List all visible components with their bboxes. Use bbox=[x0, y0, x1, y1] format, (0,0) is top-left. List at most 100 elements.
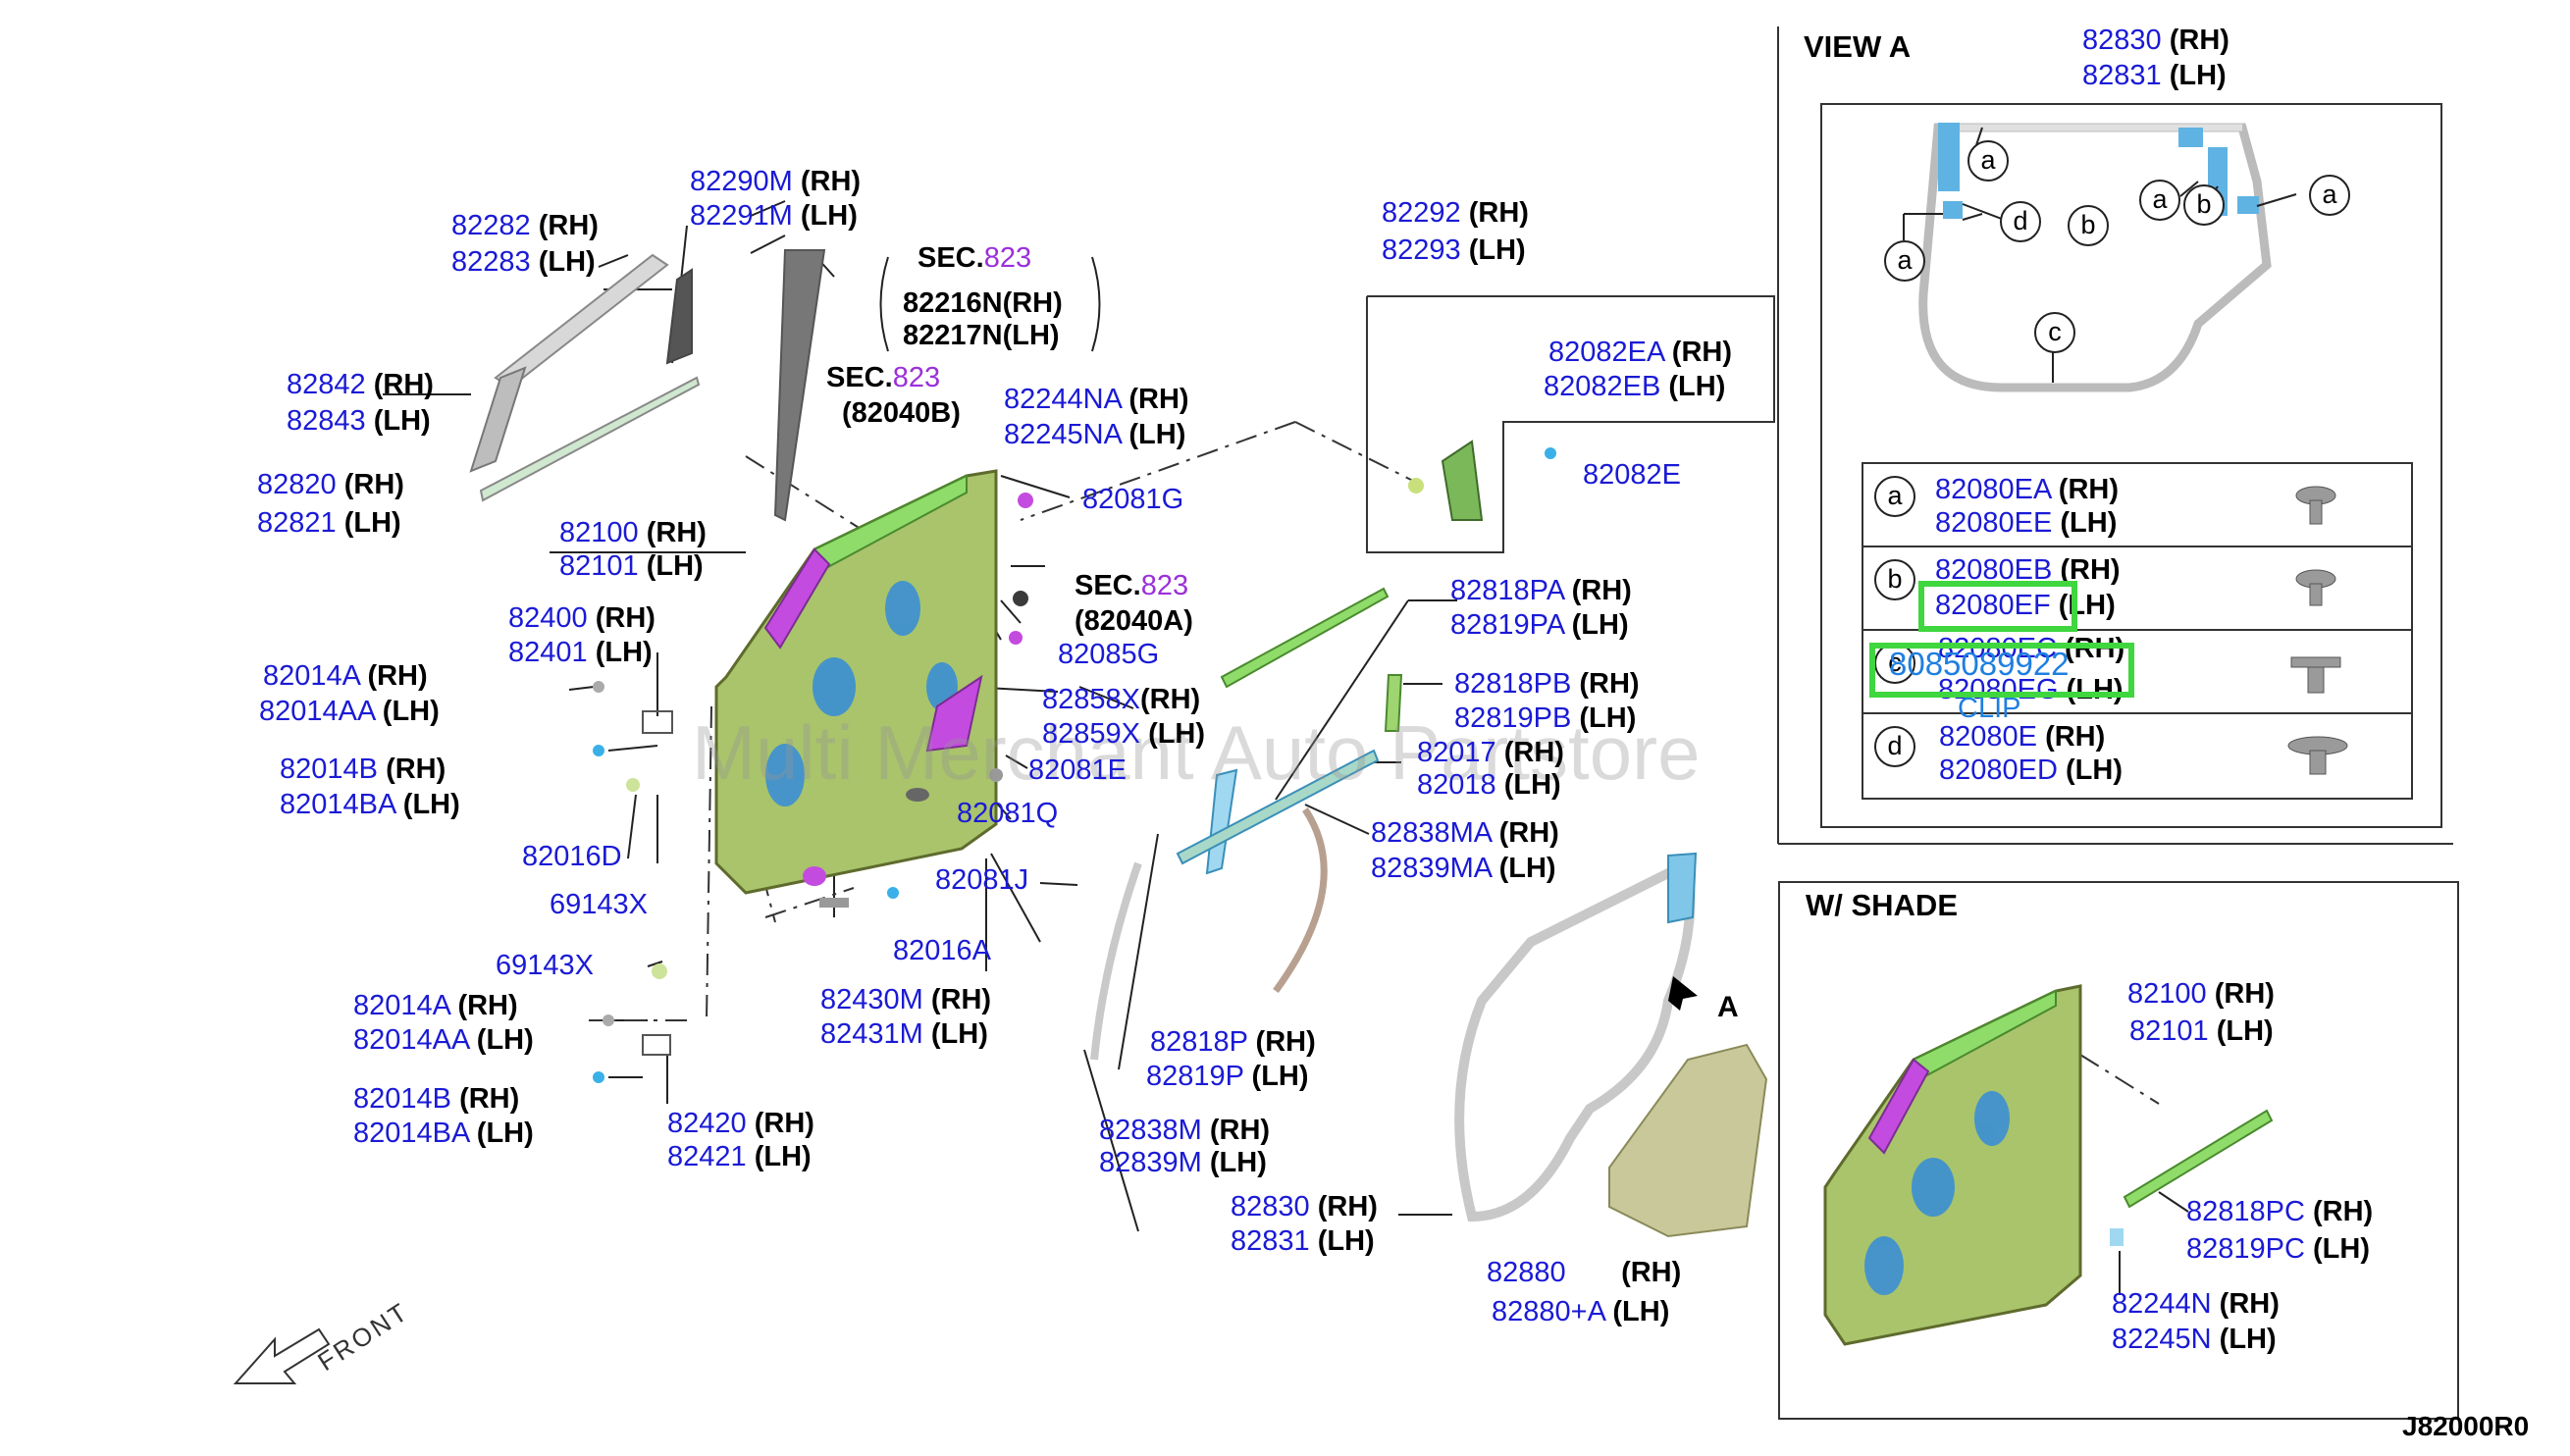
label-82859x[interactable]: 82859X (LH) bbox=[1042, 718, 1206, 750]
label-82283[interactable]: 82283 (LH) bbox=[451, 246, 596, 278]
table-key-b: b bbox=[1874, 559, 1915, 600]
label-82290m[interactable]: 82290M (RH) bbox=[690, 166, 862, 197]
label-82291m[interactable]: 82291M (LH) bbox=[690, 200, 858, 232]
label-82081e[interactable]: 82081E bbox=[1028, 754, 1127, 786]
table-b-rh[interactable]: 82080EB (RH) bbox=[1935, 554, 2121, 586]
shade-82818pc-lh[interactable]: 82819PC (LH) bbox=[2186, 1233, 2370, 1265]
label-82838m[interactable]: 82838M (RH) bbox=[1099, 1115, 1271, 1146]
sec-82217n: 82217N(LH) bbox=[903, 320, 1060, 351]
label-82293[interactable]: 82293 (LH) bbox=[1382, 234, 1526, 266]
label-82819pb[interactable]: 82819PB (LH) bbox=[1454, 702, 1637, 734]
label-82839ma[interactable]: 82839MA (LH) bbox=[1371, 853, 1556, 884]
label-82818p[interactable]: 82818P (RH) bbox=[1150, 1026, 1316, 1058]
label-82430m[interactable]: 82430M (RH) bbox=[820, 984, 992, 1015]
label-69143x-upper[interactable]: 69143X bbox=[550, 889, 648, 920]
label-82819pa[interactable]: 82819PA (LH) bbox=[1450, 609, 1629, 641]
label-82014aa[interactable]: 82014AA (LH) bbox=[259, 696, 440, 727]
label-82085g[interactable]: 82085G bbox=[1058, 639, 1160, 670]
arrow-a-label: A bbox=[1717, 991, 1739, 1023]
label-82082e[interactable]: 82082E bbox=[1583, 459, 1681, 491]
label-82245na[interactable]: 82245NA (LH) bbox=[1004, 419, 1186, 450]
callout-b-2: b bbox=[2183, 184, 2225, 226]
label-82819p[interactable]: 82819P (LH) bbox=[1146, 1061, 1309, 1092]
overlay-part-number[interactable]: 8085089922 bbox=[1889, 646, 2070, 682]
label-82839m[interactable]: 82839M (LH) bbox=[1099, 1147, 1267, 1178]
sec-823-top[interactable]: SEC.823 bbox=[918, 242, 1032, 274]
label-82838ma[interactable]: 82838MA (RH) bbox=[1371, 817, 1559, 849]
label-82821[interactable]: 82821 (LH) bbox=[257, 507, 401, 539]
label-82244na[interactable]: 82244NA (RH) bbox=[1004, 384, 1189, 415]
label-82101[interactable]: 82101 (LH) bbox=[559, 550, 704, 582]
label-82081g[interactable]: 82081G bbox=[1082, 484, 1184, 515]
table-d-lh[interactable]: 82080ED (LH) bbox=[1939, 754, 2123, 786]
label-82014a-lower[interactable]: 82014A (RH) bbox=[353, 990, 518, 1021]
callout-c: c bbox=[2034, 312, 2075, 353]
label-82014a[interactable]: 82014A (RH) bbox=[263, 660, 428, 692]
label-82082eb[interactable]: 82082EB (LH) bbox=[1544, 371, 1726, 402]
label-82400[interactable]: 82400 (RH) bbox=[508, 602, 656, 634]
label-82831[interactable]: 82831 (LH) bbox=[1231, 1225, 1375, 1257]
label-82880[interactable]: 82880 (RH) bbox=[1487, 1257, 1682, 1288]
label-82420[interactable]: 82420 (RH) bbox=[667, 1108, 814, 1139]
table-key-a: a bbox=[1874, 476, 1915, 517]
table-c-lh[interactable]: 82080EG (LH) bbox=[1938, 674, 2124, 705]
sec-82040b: (82040B) bbox=[842, 397, 961, 429]
table-key-d: d bbox=[1874, 726, 1915, 767]
sec-823-82040b[interactable]: SEC.823 bbox=[826, 362, 941, 393]
label-69143x-lower[interactable]: 69143X bbox=[496, 950, 594, 981]
label-82401[interactable]: 82401 (LH) bbox=[508, 637, 653, 668]
label-82830[interactable]: 82830 (RH) bbox=[1231, 1191, 1378, 1222]
label-82100[interactable]: 82100 (RH) bbox=[559, 517, 707, 548]
callout-d: d bbox=[2000, 201, 2041, 242]
label-82017[interactable]: 82017 (RH) bbox=[1417, 737, 1564, 768]
label-82842[interactable]: 82842 (RH) bbox=[287, 369, 434, 400]
highlight-overlay-part bbox=[1869, 643, 2134, 698]
label-82431m[interactable]: 82431M (LH) bbox=[820, 1018, 988, 1050]
view-a-part-rh[interactable]: 82830 (RH) bbox=[2082, 25, 2229, 56]
label-82082ea[interactable]: 82082EA (RH) bbox=[1548, 337, 1732, 368]
table-d-rh[interactable]: 82080E (RH) bbox=[1939, 721, 2106, 753]
view-a-title: VIEW A bbox=[1804, 29, 1912, 64]
label-82820[interactable]: 82820 (RH) bbox=[257, 469, 404, 500]
shade-82100-lh[interactable]: 82101 (LH) bbox=[2129, 1015, 2274, 1047]
watermark: Multi Merchant Auto Partstore bbox=[692, 709, 1701, 796]
label-82421[interactable]: 82421 (LH) bbox=[667, 1141, 812, 1172]
sec-82216n: 82216N(RH) bbox=[903, 287, 1063, 319]
shade-82244n-rh[interactable]: 82244N (RH) bbox=[2112, 1288, 2280, 1320]
label-82818pb[interactable]: 82818PB (RH) bbox=[1454, 668, 1640, 700]
shade-82244n-lh[interactable]: 82245N (LH) bbox=[2112, 1324, 2277, 1355]
sec-823-82040a[interactable]: SEC.823 bbox=[1075, 570, 1189, 601]
label-82014ba-lower[interactable]: 82014BA (LH) bbox=[353, 1118, 534, 1149]
table-b-lh[interactable]: 82080EF (LH) bbox=[1935, 590, 2116, 621]
label-82016a[interactable]: 82016A bbox=[893, 935, 991, 966]
label-82014b[interactable]: 82014B (RH) bbox=[280, 754, 446, 785]
ref-code: J82000R0 bbox=[2402, 1411, 2530, 1441]
label-82843[interactable]: 82843 (LH) bbox=[287, 405, 431, 437]
label-82016d[interactable]: 82016D bbox=[522, 841, 622, 872]
callout-a-2: a bbox=[1884, 240, 1925, 282]
label-82014aa-lower[interactable]: 82014AA (LH) bbox=[353, 1024, 534, 1056]
shade-frame bbox=[1778, 881, 2459, 1420]
table-a-rh[interactable]: 82080EA (RH) bbox=[1935, 474, 2119, 505]
shade-82100-rh[interactable]: 82100 (RH) bbox=[2127, 978, 2275, 1010]
label-82018[interactable]: 82018 (LH) bbox=[1417, 769, 1561, 801]
label-82880-a[interactable]: 82880+A (LH) bbox=[1492, 1296, 1670, 1327]
table-a-lh[interactable]: 82080EE (LH) bbox=[1935, 507, 2118, 539]
label-82081q[interactable]: 82081Q bbox=[957, 798, 1059, 829]
label-82858x[interactable]: 82858X(RH) bbox=[1042, 684, 1201, 715]
label-82818pa[interactable]: 82818PA (RH) bbox=[1450, 575, 1632, 606]
label-82292[interactable]: 82292 (RH) bbox=[1382, 197, 1529, 229]
highlight-82080ef bbox=[1918, 581, 2077, 632]
label-82014ba[interactable]: 82014BA (LH) bbox=[280, 789, 460, 820]
label-82081j[interactable]: 82081J bbox=[935, 864, 1029, 896]
shade-title: W/ SHADE bbox=[1806, 888, 1958, 922]
shade-82818pc-rh[interactable]: 82818PC (RH) bbox=[2186, 1196, 2374, 1227]
label-82014b-lower[interactable]: 82014B (RH) bbox=[353, 1083, 520, 1115]
table-c-rh[interactable]: 82080EC (RH) bbox=[1938, 633, 2125, 664]
label-82282[interactable]: 82282 (RH) bbox=[451, 210, 599, 241]
view-a-part-lh[interactable]: 82831 (LH) bbox=[2082, 60, 2227, 91]
view-a-frame bbox=[1820, 103, 2442, 828]
callout-a-3: a bbox=[2139, 180, 2180, 221]
